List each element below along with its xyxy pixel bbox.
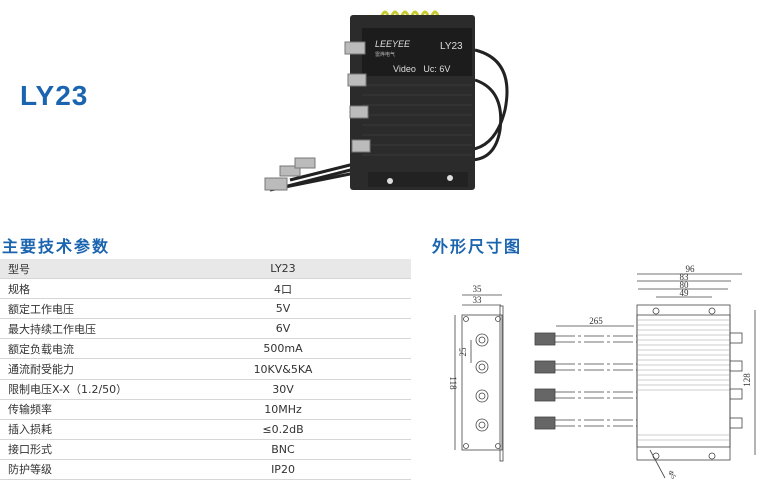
spec-label: 传输频率	[0, 399, 248, 420]
spec-label: 最大持续工作电压	[0, 318, 248, 340]
spec-label: 额定工作电压	[0, 298, 248, 320]
spec-label: 接口形式	[0, 439, 248, 460]
dim-128: 128	[742, 373, 752, 387]
spec-value: 500mA	[248, 338, 318, 360]
spec-value: 10KV&5KA	[248, 358, 318, 380]
photo-brand-text: LEEYEE	[375, 39, 411, 49]
dim-33: 33	[473, 295, 483, 305]
product-model-heading: LY23	[20, 80, 89, 111]
dim-118: 118	[448, 376, 458, 390]
spec-label: 规格	[0, 278, 248, 300]
dim-265: 265	[589, 316, 603, 326]
spec-value: IP20	[248, 459, 318, 480]
product-photo: LEEYEE 雷烨电气 LY23 Video Uc: 6V	[264, 10, 509, 192]
dim-96: 96	[686, 264, 696, 274]
spec-label: 防护等级	[0, 459, 248, 480]
dim-35: 35	[473, 284, 483, 294]
spec-value: BNC	[248, 439, 318, 460]
dimension-drawing: 35 33 118 25 96 83 80 49 265 128 Φ5	[448, 264, 756, 480]
spec-value: 10MHz	[248, 399, 318, 420]
spec-value: LY23	[248, 259, 318, 280]
photo-marking-text: Video Uc: 6V	[393, 64, 450, 74]
spec-value: 5V	[248, 298, 318, 320]
spec-value: ≤0.2dB	[248, 419, 318, 440]
table-row: 限制电压X-X（1.2/50）30V	[0, 379, 411, 400]
spec-value: 30V	[248, 379, 318, 400]
photo-model-text: LY23	[440, 41, 463, 52]
dim-hole: Φ5	[666, 469, 677, 480]
spec-label: 插入损耗	[0, 419, 248, 440]
table-row: 插入损耗≤0.2dB	[0, 419, 411, 440]
spec-value: 4口	[248, 278, 318, 300]
specs-title: 主要技术参数	[2, 237, 111, 256]
dim-83: 83	[680, 272, 690, 282]
spec-label: 限制电压X-X（1.2/50）	[0, 379, 248, 400]
top-view	[556, 273, 756, 479]
dim-80: 80	[680, 280, 690, 290]
bnc-connectors	[264, 41, 371, 191]
spec-label: 通流耐受能力	[0, 358, 248, 380]
photo-brand-cn-text: 雷烨电气	[375, 51, 395, 58]
dimensions-title: 外形尺寸图	[432, 237, 523, 256]
side-view	[454, 294, 504, 462]
dim-49: 49	[680, 288, 690, 298]
spec-label: 额定负载电流	[0, 338, 248, 360]
spec-value: 6V	[248, 318, 318, 340]
bnc-cables	[534, 332, 637, 430]
spec-label: 型号	[0, 259, 248, 280]
dim-25: 25	[458, 347, 468, 357]
